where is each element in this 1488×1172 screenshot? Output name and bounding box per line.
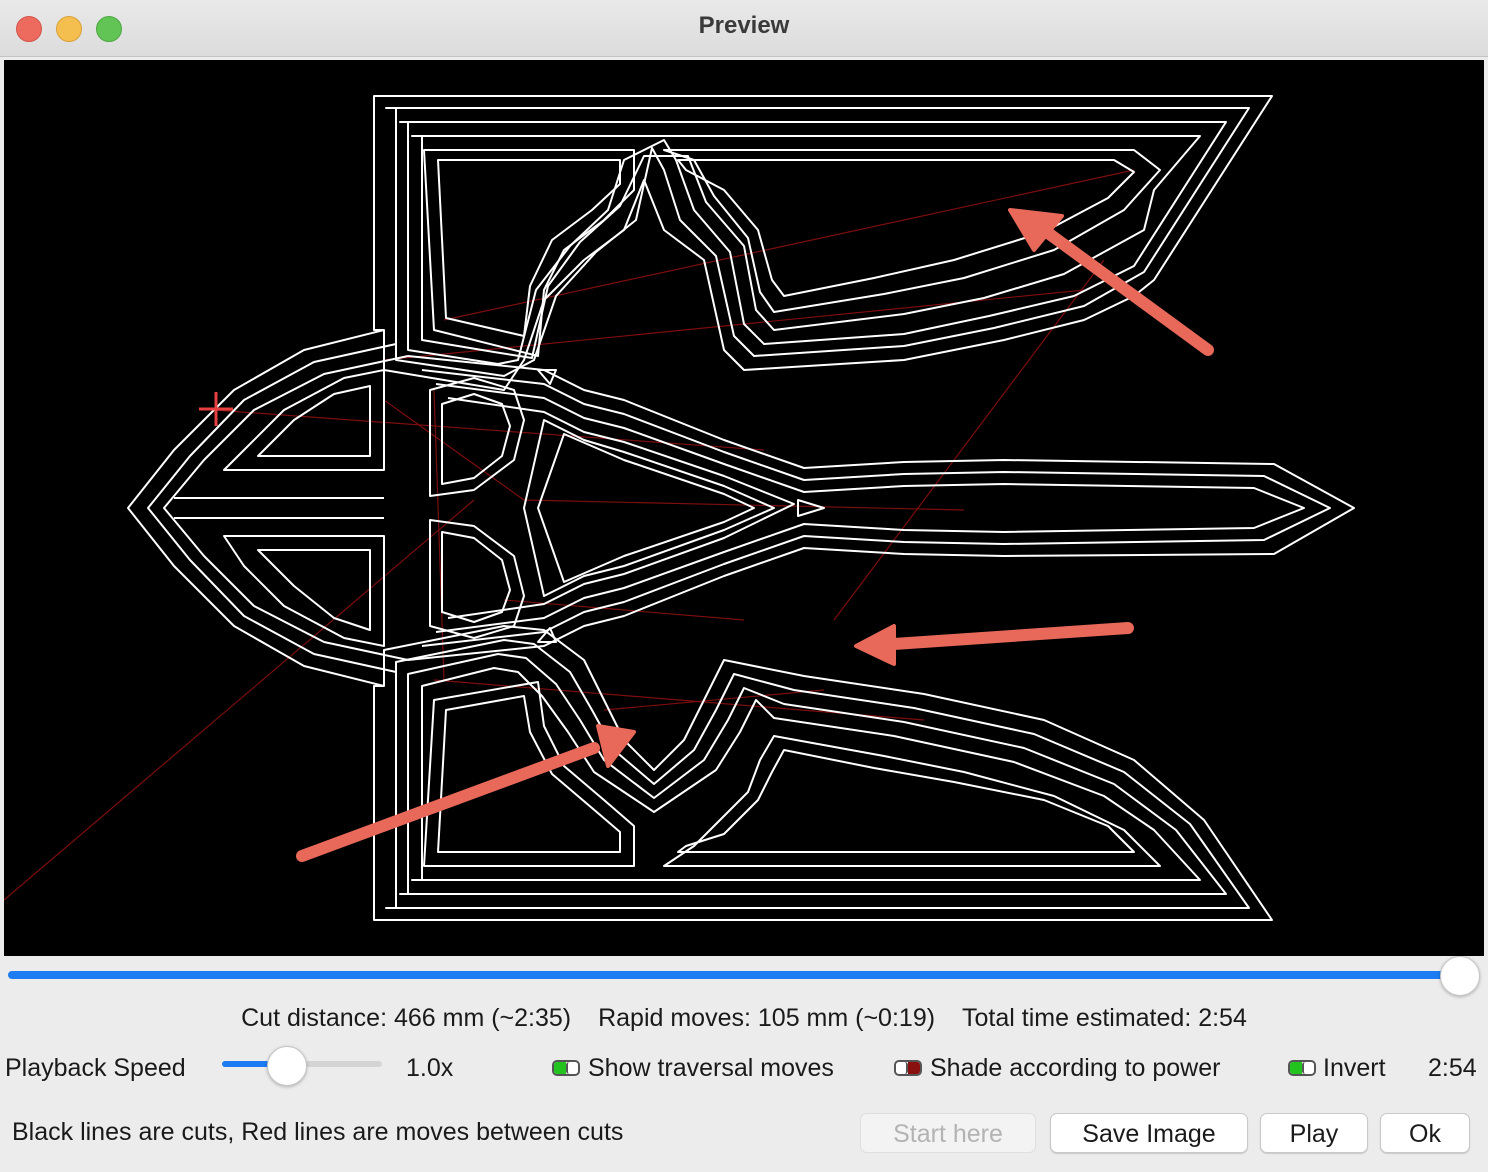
minimize-window-button[interactable]	[56, 16, 82, 42]
total-time-text: Total time estimated: 2:54	[962, 1004, 1247, 1032]
legend-text: Black lines are cuts, Red lines are move…	[12, 1118, 624, 1146]
preview-canvas[interactable]	[4, 60, 1484, 956]
shade-power-toggle[interactable]	[894, 1060, 922, 1076]
toggle-knob	[896, 1062, 908, 1074]
annotation-arrowhead-bottom	[596, 724, 636, 768]
rapid-moves-text: Rapid moves: 105 mm (~0:19)	[598, 1004, 936, 1032]
show-traversal-toggle[interactable]	[552, 1060, 580, 1076]
ok-button[interactable]: Ok	[1380, 1113, 1470, 1153]
annotation-arrowhead-middle	[854, 624, 896, 666]
toggle-on-fill	[554, 1062, 566, 1074]
elapsed-time-readout: 2:54	[1428, 1054, 1477, 1082]
start-marker-icon	[199, 392, 233, 426]
playback-speed-label: Playback Speed	[5, 1054, 186, 1082]
toggle-knob	[566, 1062, 578, 1074]
zoom-window-button[interactable]	[96, 16, 122, 42]
traversal-moves	[4, 169, 1135, 901]
toggle-on-fill	[908, 1062, 920, 1074]
shade-power-label[interactable]: Shade according to power	[930, 1054, 1221, 1082]
toggle-knob	[1302, 1062, 1314, 1074]
cut-distance-text: Cut distance: 466 mm (~2:35)	[241, 1004, 572, 1032]
title-bar: Preview	[0, 0, 1488, 57]
invert-toggle[interactable]	[1288, 1060, 1316, 1076]
playback-speed-slider-knob[interactable]	[267, 1046, 307, 1086]
cut-paths	[127, 95, 1355, 921]
window-title: Preview	[698, 12, 790, 39]
toolpath-drawing	[4, 95, 1355, 921]
annotation-arrowhead-top	[1008, 208, 1064, 252]
close-window-button[interactable]	[16, 16, 42, 42]
start-here-button[interactable]: Start here	[860, 1113, 1036, 1153]
playback-speed-slider-fill	[222, 1061, 286, 1067]
play-button[interactable]: Play	[1260, 1113, 1368, 1153]
playback-speed-value: 1.0x	[406, 1054, 454, 1082]
save-image-button[interactable]: Save Image	[1050, 1113, 1248, 1153]
stats-row: Cut distance: 466 mm (~2:35) Rapid moves…	[0, 1004, 1488, 1033]
annotation-arrow-top	[1038, 224, 1214, 356]
annotation-arrow-middle	[888, 622, 1134, 650]
annotation-arrow-bottom	[296, 742, 600, 862]
annotation-arrows	[296, 208, 1214, 862]
show-traversal-label[interactable]: Show traversal moves	[588, 1054, 834, 1082]
progress-slider-knob[interactable]	[1440, 956, 1480, 996]
invert-label[interactable]: Invert	[1323, 1054, 1386, 1082]
progress-slider-track[interactable]	[8, 971, 1460, 979]
toggle-on-fill	[1290, 1062, 1302, 1074]
